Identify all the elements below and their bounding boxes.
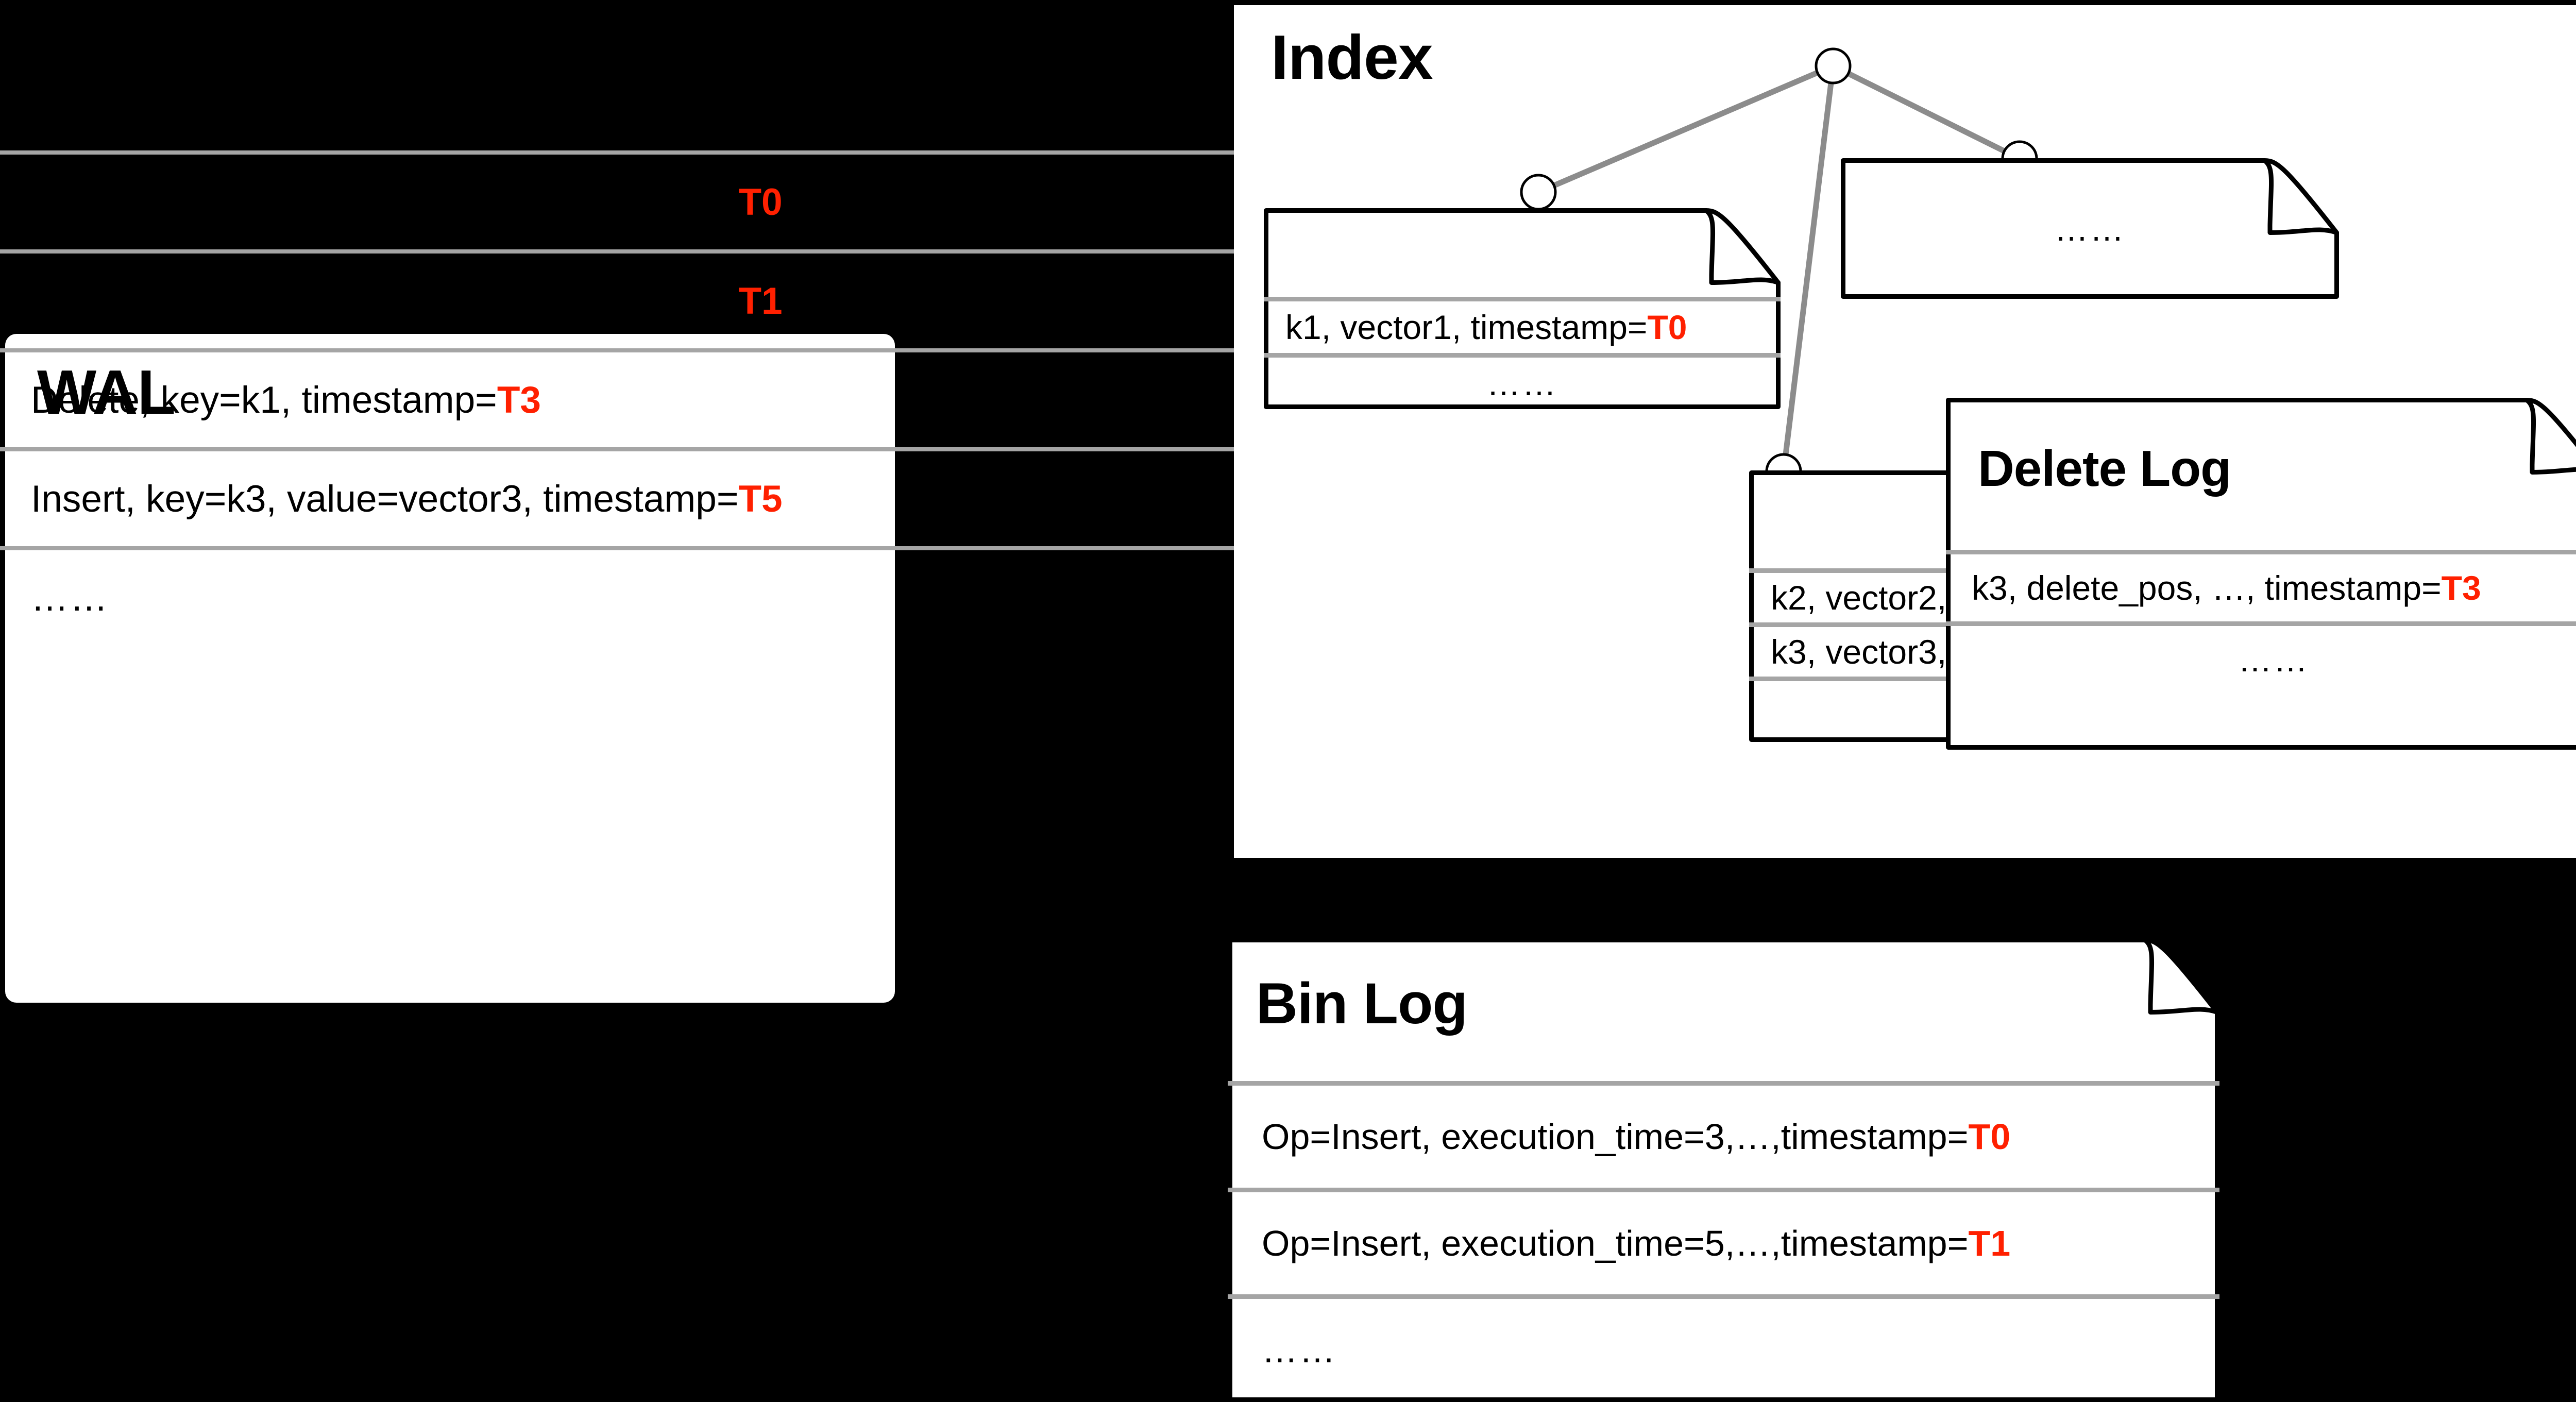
log-row: …… xyxy=(0,550,2576,645)
log-row-timestamp: T1 xyxy=(1968,1223,2011,1263)
log-row-timestamp: T0 xyxy=(1968,1117,2011,1157)
log-row-timestamp: T0 xyxy=(1647,308,1687,346)
log-row: …… xyxy=(1841,206,2339,252)
log-row: k1, vector1, timestamp=T0 xyxy=(1264,301,1781,353)
log-row: …… xyxy=(1264,358,1781,409)
row-divider xyxy=(1228,1294,2219,1299)
tree-child-node xyxy=(1520,174,1557,211)
log-row-text: k3, delete_pos, …, timestamp= xyxy=(1972,569,2442,607)
row-divider xyxy=(1228,1081,2219,1086)
tree-edge xyxy=(1832,63,2021,161)
log-row: Insert, key=k3, value=vector3, timestamp… xyxy=(0,451,2576,546)
log-row-text: Insert, key=k1, value=vector1, timestamp… xyxy=(31,181,739,223)
log-row: …… xyxy=(1228,1299,2219,1401)
card-header-space xyxy=(1841,158,2339,206)
log-row-text: Insert, key=k2, value=vector2, timestamp… xyxy=(31,280,739,322)
log-row-timestamp: T3 xyxy=(497,379,541,421)
index-title: Index xyxy=(1271,22,1433,92)
log-row-text: …… xyxy=(2238,640,2309,679)
index-card-k1-rows: k1, vector1, timestamp=T0 …… xyxy=(1264,208,1781,409)
delete-log-rows: k3, delete_pos, …, timestamp=T3 …… xyxy=(1946,398,2576,750)
tree-edge xyxy=(1537,63,1835,195)
log-row-timestamp: T0 xyxy=(738,181,783,223)
bin-log-card[interactable]: Bin Log Op=Insert, execution_time=3,…,ti… xyxy=(1228,938,2219,1402)
log-row: Delete, key=k1, timestamp=T3 xyxy=(0,352,2576,447)
log-row-text: Op=Insert, execution_time=5,…,timestamp= xyxy=(1262,1223,1969,1263)
log-row-text: k1, vector1, timestamp= xyxy=(1285,308,1648,346)
log-row-text: Insert, key=k3, value=vector3, timestamp… xyxy=(31,478,739,520)
delete-log-title: Delete Log xyxy=(1978,440,2231,497)
log-row-timestamp: T1 xyxy=(738,280,783,322)
log-row: k3, delete_pos, …, timestamp=T3 xyxy=(1946,554,2576,621)
index-card-ellipsis[interactable]: …… xyxy=(1841,158,2339,299)
log-row-text: …… xyxy=(1262,1330,1337,1370)
wal-panel xyxy=(5,334,895,1003)
bin-log-title: Bin Log xyxy=(1256,971,1468,1036)
log-row-text: …… xyxy=(2054,210,2126,248)
bin-log-rows: Op=Insert, execution_time=3,…,timestamp=… xyxy=(1228,938,2219,1402)
row-divider xyxy=(1946,550,2576,554)
log-row: …… xyxy=(1946,626,2576,693)
index-card-ellipsis-rows: …… xyxy=(1841,158,2339,299)
card-header-space xyxy=(1946,398,2576,550)
card-header-space xyxy=(1228,938,2219,1081)
log-row: Insert, key=k1, value=vector1, timestamp… xyxy=(0,155,2576,249)
wal-title: WAL xyxy=(37,357,176,427)
log-row-timestamp: T3 xyxy=(2441,569,2481,607)
log-row: Insert, key=k2, value=vector2, timestamp… xyxy=(0,254,2576,348)
row-divider xyxy=(1264,297,1781,301)
row-divider xyxy=(1946,621,2576,626)
log-row-text: Delete, key=k1, timestamp= xyxy=(31,379,497,421)
tree-root-node xyxy=(1815,47,1852,85)
delete-log-card[interactable]: Delete Log k3, delete_pos, …, timestamp=… xyxy=(1946,398,2576,750)
log-row: Op=Insert, execution_time=3,…,timestamp=… xyxy=(1228,1086,2219,1188)
log-row-timestamp: T5 xyxy=(738,478,783,520)
log-row: Op=Insert, execution_time=5,…,timestamp=… xyxy=(1228,1192,2219,1294)
log-row-text: Op=Insert, execution_time=3,…,timestamp= xyxy=(1262,1117,1969,1157)
row-divider xyxy=(1228,1188,2219,1192)
row-divider xyxy=(1264,353,1781,358)
index-panel: Index k1, vector1, timestamp=T0…… …… k2,… xyxy=(1234,5,2576,858)
index-card-k1[interactable]: k1, vector1, timestamp=T0 …… xyxy=(1264,208,1781,409)
log-row-text: …… xyxy=(1486,364,1558,402)
tree-edge xyxy=(1781,65,1836,472)
log-row-text: …… xyxy=(31,577,109,619)
card-header-space xyxy=(1264,208,1781,297)
